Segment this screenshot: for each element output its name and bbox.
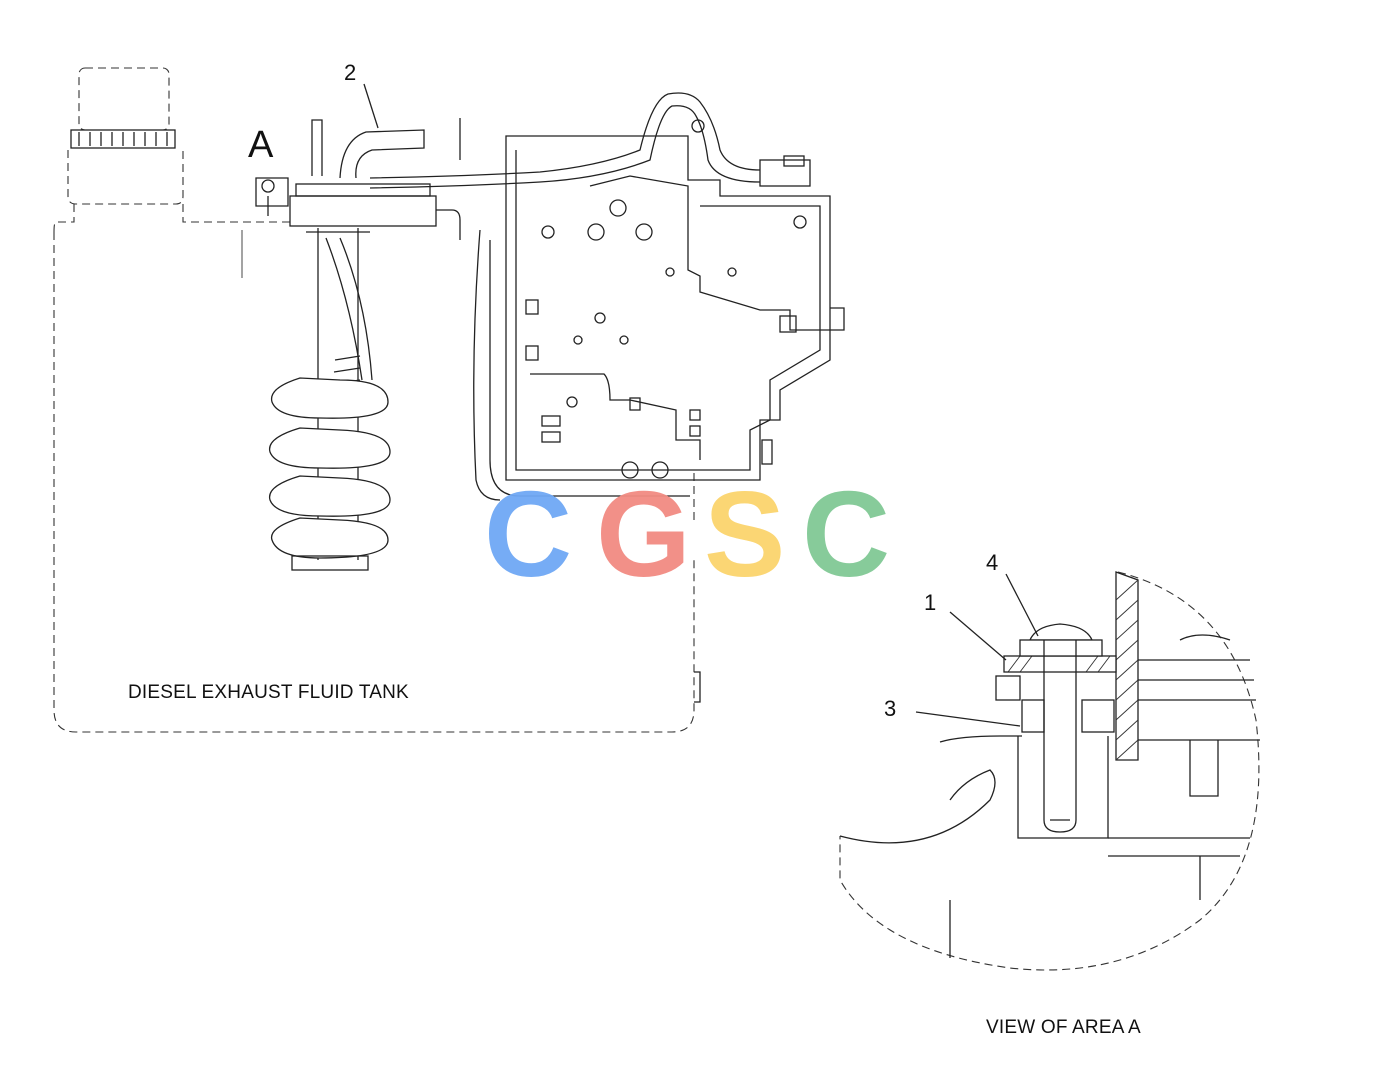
watermark-letter-s: S <box>704 466 786 602</box>
watermark-letter-c2: C <box>802 466 891 602</box>
leader-3 <box>915 711 1021 727</box>
pump-module <box>473 119 845 501</box>
heater-coil <box>268 228 391 571</box>
area-a-marker: A <box>248 124 274 166</box>
detail-caption: VIEW OF AREA A <box>986 1017 1141 1038</box>
watermark-letter-g: G <box>596 466 691 602</box>
leader-1 <box>949 611 1007 661</box>
watermark-letter-c1: C <box>484 466 573 602</box>
flange-and-hoses <box>255 92 811 240</box>
def-tank <box>53 67 701 733</box>
leader-4 <box>1005 573 1039 637</box>
callout-1: 1 <box>924 590 937 615</box>
detail-view-area-a <box>839 571 1260 971</box>
callout-4: 4 <box>986 550 999 575</box>
tank-caption: DIESEL EXHAUST FLUID TANK <box>128 682 409 703</box>
leader-2 <box>363 83 379 129</box>
watermark: C G S C <box>484 466 904 602</box>
callout-3: 3 <box>884 696 897 721</box>
callout-2: 2 <box>344 60 357 85</box>
